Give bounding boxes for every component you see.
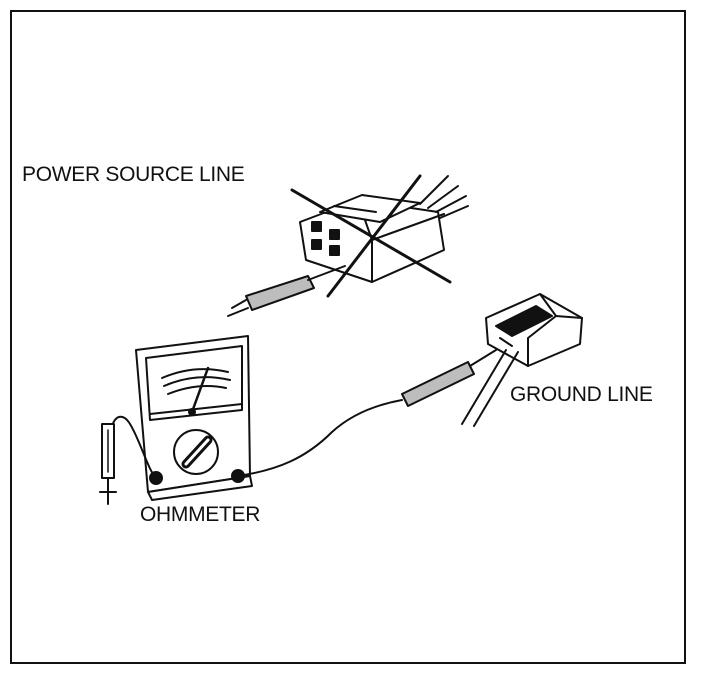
- left-test-probe: [99, 415, 157, 505]
- ohmmeter-device: [135, 335, 253, 501]
- ground-line-label: GROUND LINE: [510, 383, 653, 406]
- ground-test-lead: [237, 399, 403, 477]
- ground-connector: [461, 293, 583, 427]
- ohmmeter-label: OHMMETER: [140, 503, 261, 526]
- cross-out-mark: [290, 174, 452, 298]
- ground-line-probe: [401, 349, 497, 407]
- power-line-probe: [227, 265, 346, 317]
- power-source-line-label: POWER SOURCE LINE: [22, 163, 245, 186]
- power-source-connector: [299, 175, 469, 283]
